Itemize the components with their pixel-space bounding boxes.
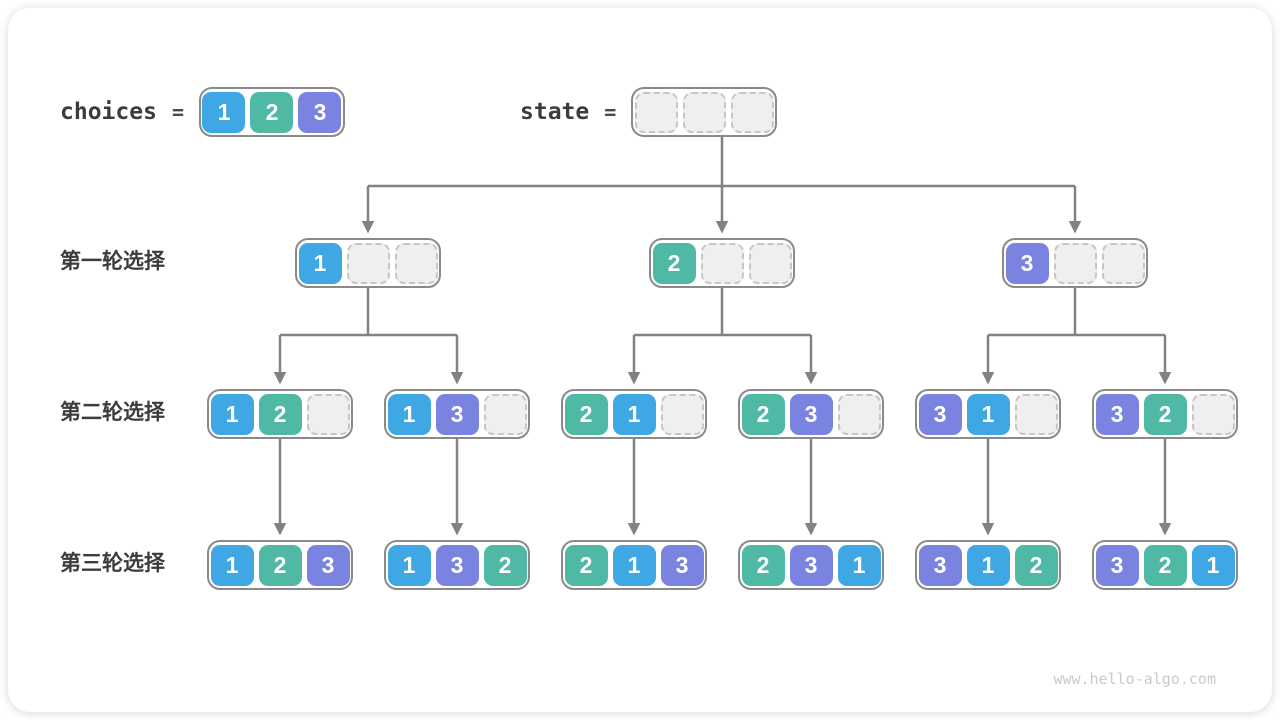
element-cell: 3 [306,544,350,586]
element-cell: 1 [837,544,881,586]
element-cell: 2 [258,544,302,586]
state-label: state [520,99,590,125]
choices-label: choices [60,99,157,125]
empty-cell [700,242,744,284]
empty-cell [1101,242,1145,284]
choices-equals: = [171,100,184,124]
element-cell: 2 [258,393,302,435]
empty-cell [730,91,774,133]
connector-trunk [280,137,1165,337]
element-cell: 2 [250,91,294,133]
element-cell: 1 [298,242,342,284]
element-cell: 2 [564,544,608,586]
empty-cell [837,393,881,435]
empty-cell [1191,393,1235,435]
site-url: www.hello-algo.com [1053,670,1216,688]
empty-cell [1014,393,1058,435]
element-cell: 3 [298,91,342,133]
element-cell: 1 [966,393,1010,435]
empty-cell [483,393,527,435]
state-group: state = [520,87,778,137]
empty-cell [394,242,438,284]
element-cell: 2 [741,544,785,586]
choices-array: 1 2 3 [198,87,345,137]
row-label: 第二轮选择 [60,401,165,424]
empty-cell [682,91,726,133]
row-label: 第一轮选择 [60,250,165,273]
element-cell: 3 [918,544,962,586]
element-cell: 1 [387,544,431,586]
element-cell: 3 [435,393,479,435]
empty-cell [660,393,704,435]
empty-cell [634,91,678,133]
empty-cell [346,242,390,284]
element-cell: 1 [1191,544,1235,586]
empty-cell [306,393,350,435]
element-cell: 2 [1143,393,1187,435]
element-cell: 1 [612,393,656,435]
element-cell: 3 [1095,393,1139,435]
element-cell: 3 [789,544,833,586]
element-cell: 1 [202,91,246,133]
state-node: 3 [1002,238,1148,288]
element-cell: 2 [1143,544,1187,586]
element-cell: 2 [741,393,785,435]
empty-cell [1053,242,1097,284]
element-cell: 3 [789,393,833,435]
element-cell: 1 [210,544,254,586]
state-equals: = [604,100,617,124]
element-cell: 3 [918,393,962,435]
element-cell: 2 [1014,544,1058,586]
element-cell: 3 [1095,544,1139,586]
empty-cell [748,242,792,284]
element-cell: 3 [1005,242,1049,284]
element-cell: 2 [652,242,696,284]
element-cell: 3 [660,544,704,586]
element-cell: 1 [612,544,656,586]
state-node: 1 [295,238,441,288]
element-cell: 2 [564,393,608,435]
choices-group: choices = 1 2 3 [60,87,345,137]
row-label: 第三轮选择 [60,552,165,575]
state-node: 2 [649,238,795,288]
element-cell: 2 [483,544,527,586]
element-cell: 1 [387,393,431,435]
element-cell: 1 [966,544,1010,586]
element-cell: 3 [435,544,479,586]
state-array [631,87,778,137]
element-cell: 1 [210,393,254,435]
